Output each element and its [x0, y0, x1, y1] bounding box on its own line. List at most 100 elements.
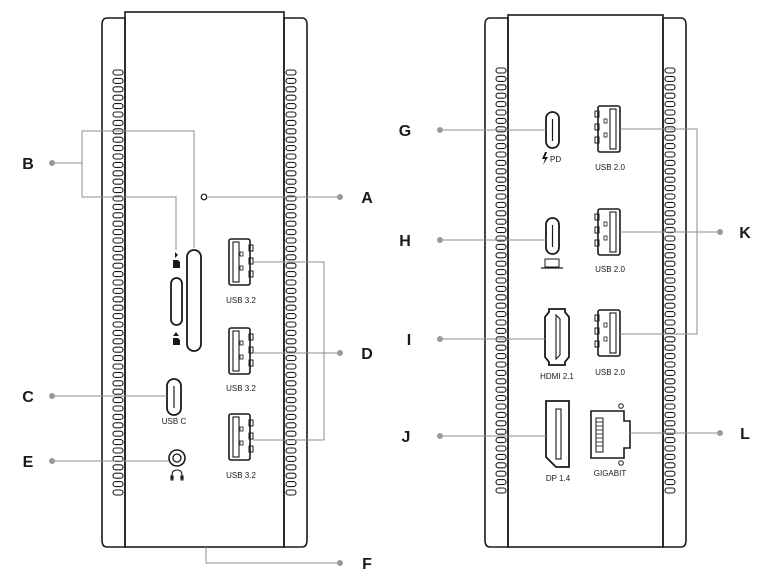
vent-slot: [285, 128, 297, 135]
vent-slot: [112, 262, 124, 269]
vent-slot: [664, 479, 676, 486]
callout-l: L: [740, 426, 750, 443]
vent-slot: [112, 279, 124, 286]
vent-slot: [112, 304, 124, 311]
vent-slot: [112, 363, 124, 370]
microsd-card-slot: [170, 277, 183, 326]
vent-slot: [112, 229, 124, 236]
vent-slot: [664, 420, 676, 427]
vent-slot: [112, 119, 124, 126]
vent-slot: [495, 327, 507, 334]
vent-slot: [664, 277, 676, 284]
vent-slot: [664, 395, 676, 402]
vent-slot: [495, 353, 507, 360]
vent-slot: [112, 321, 124, 328]
callout-g: G: [399, 123, 411, 140]
vent-slot: [112, 203, 124, 210]
callout-i: I: [407, 332, 411, 349]
vent-slot: [285, 329, 297, 336]
usb-2-0-port-1: [594, 105, 621, 153]
vent-slot: [112, 69, 124, 76]
usb-3-2-port-1: [228, 238, 254, 286]
vent-slot: [495, 134, 507, 141]
vent-slot: [285, 145, 297, 152]
vent-slot: [112, 464, 124, 471]
vent-slot: [112, 489, 124, 496]
vent-slot: [664, 453, 676, 460]
vent-slot: [285, 77, 297, 84]
vent-slot: [664, 176, 676, 183]
vent-slot: [285, 94, 297, 101]
vent-slot: [664, 218, 676, 225]
vent-slot: [495, 319, 507, 326]
vent-slot: [285, 346, 297, 353]
callout-f: F: [362, 556, 372, 573]
vent-slot: [285, 489, 297, 496]
vent-slot: [285, 119, 297, 126]
vent-slot: [664, 134, 676, 141]
usb-c-host-port: [545, 217, 560, 255]
vent-slot: [285, 388, 297, 395]
vent-slot: [664, 252, 676, 259]
vent-slot: [285, 313, 297, 320]
vent-slot: [495, 453, 507, 460]
laptop-icon: [541, 258, 563, 269]
vent-slot: [285, 195, 297, 202]
vent-slot: [285, 69, 297, 76]
vent-slot: [495, 193, 507, 200]
usb-c-label: USB C: [162, 417, 187, 426]
vent-slot: [285, 279, 297, 286]
vent-slot: [285, 481, 297, 488]
vent-slot: [112, 380, 124, 387]
vent-slot: [664, 319, 676, 326]
vent-slot: [664, 403, 676, 410]
vent-slot: [112, 178, 124, 185]
usb-c-port: [166, 378, 182, 416]
vent-slot: [112, 220, 124, 227]
vent-slot: [112, 103, 124, 110]
vent-slot: [285, 178, 297, 185]
callout-b: B: [22, 156, 34, 173]
usb-3-2-port-2: [228, 327, 254, 375]
vent-slot: [112, 447, 124, 454]
vent-slot: [495, 143, 507, 150]
vent-slot: [495, 479, 507, 486]
usb-3-2-label-2: USB 3.2: [226, 384, 256, 393]
vent-slot: [664, 143, 676, 150]
vent-slot: [664, 109, 676, 116]
vent-slot: [664, 445, 676, 452]
vent-slot: [112, 145, 124, 152]
vent-slot: [495, 67, 507, 74]
sd-card-slot: [186, 249, 202, 352]
vent-slot: [664, 327, 676, 334]
vent-slot: [495, 176, 507, 183]
vent-slot: [664, 336, 676, 343]
vent-slot: [495, 159, 507, 166]
vent-slot: [664, 201, 676, 208]
vent-slot: [664, 302, 676, 309]
vent-slot: [495, 403, 507, 410]
vent-slot: [112, 422, 124, 429]
vent-slot: [664, 84, 676, 91]
vent-slot: [495, 369, 507, 376]
vent-slot: [664, 344, 676, 351]
vent-slot: [664, 294, 676, 301]
ethernet-port: [590, 403, 631, 466]
vent-slot: [112, 338, 124, 345]
usb-2-0-port-3: [594, 309, 621, 357]
vent-slot: [112, 371, 124, 378]
callout-a: A: [361, 190, 373, 207]
vent-slot: [495, 185, 507, 192]
vent-slot: [495, 84, 507, 91]
vent-slot: [495, 378, 507, 385]
vent-slot: [664, 210, 676, 217]
vent-slot: [285, 371, 297, 378]
microsd-card-icon: [173, 332, 180, 345]
rear-right-vents: [664, 67, 676, 494]
vent-slot: [495, 470, 507, 477]
vent-slot: [285, 405, 297, 412]
vent-slot: [495, 361, 507, 368]
vent-slot: [495, 252, 507, 259]
vent-slot: [285, 472, 297, 479]
vent-slot: [664, 67, 676, 74]
